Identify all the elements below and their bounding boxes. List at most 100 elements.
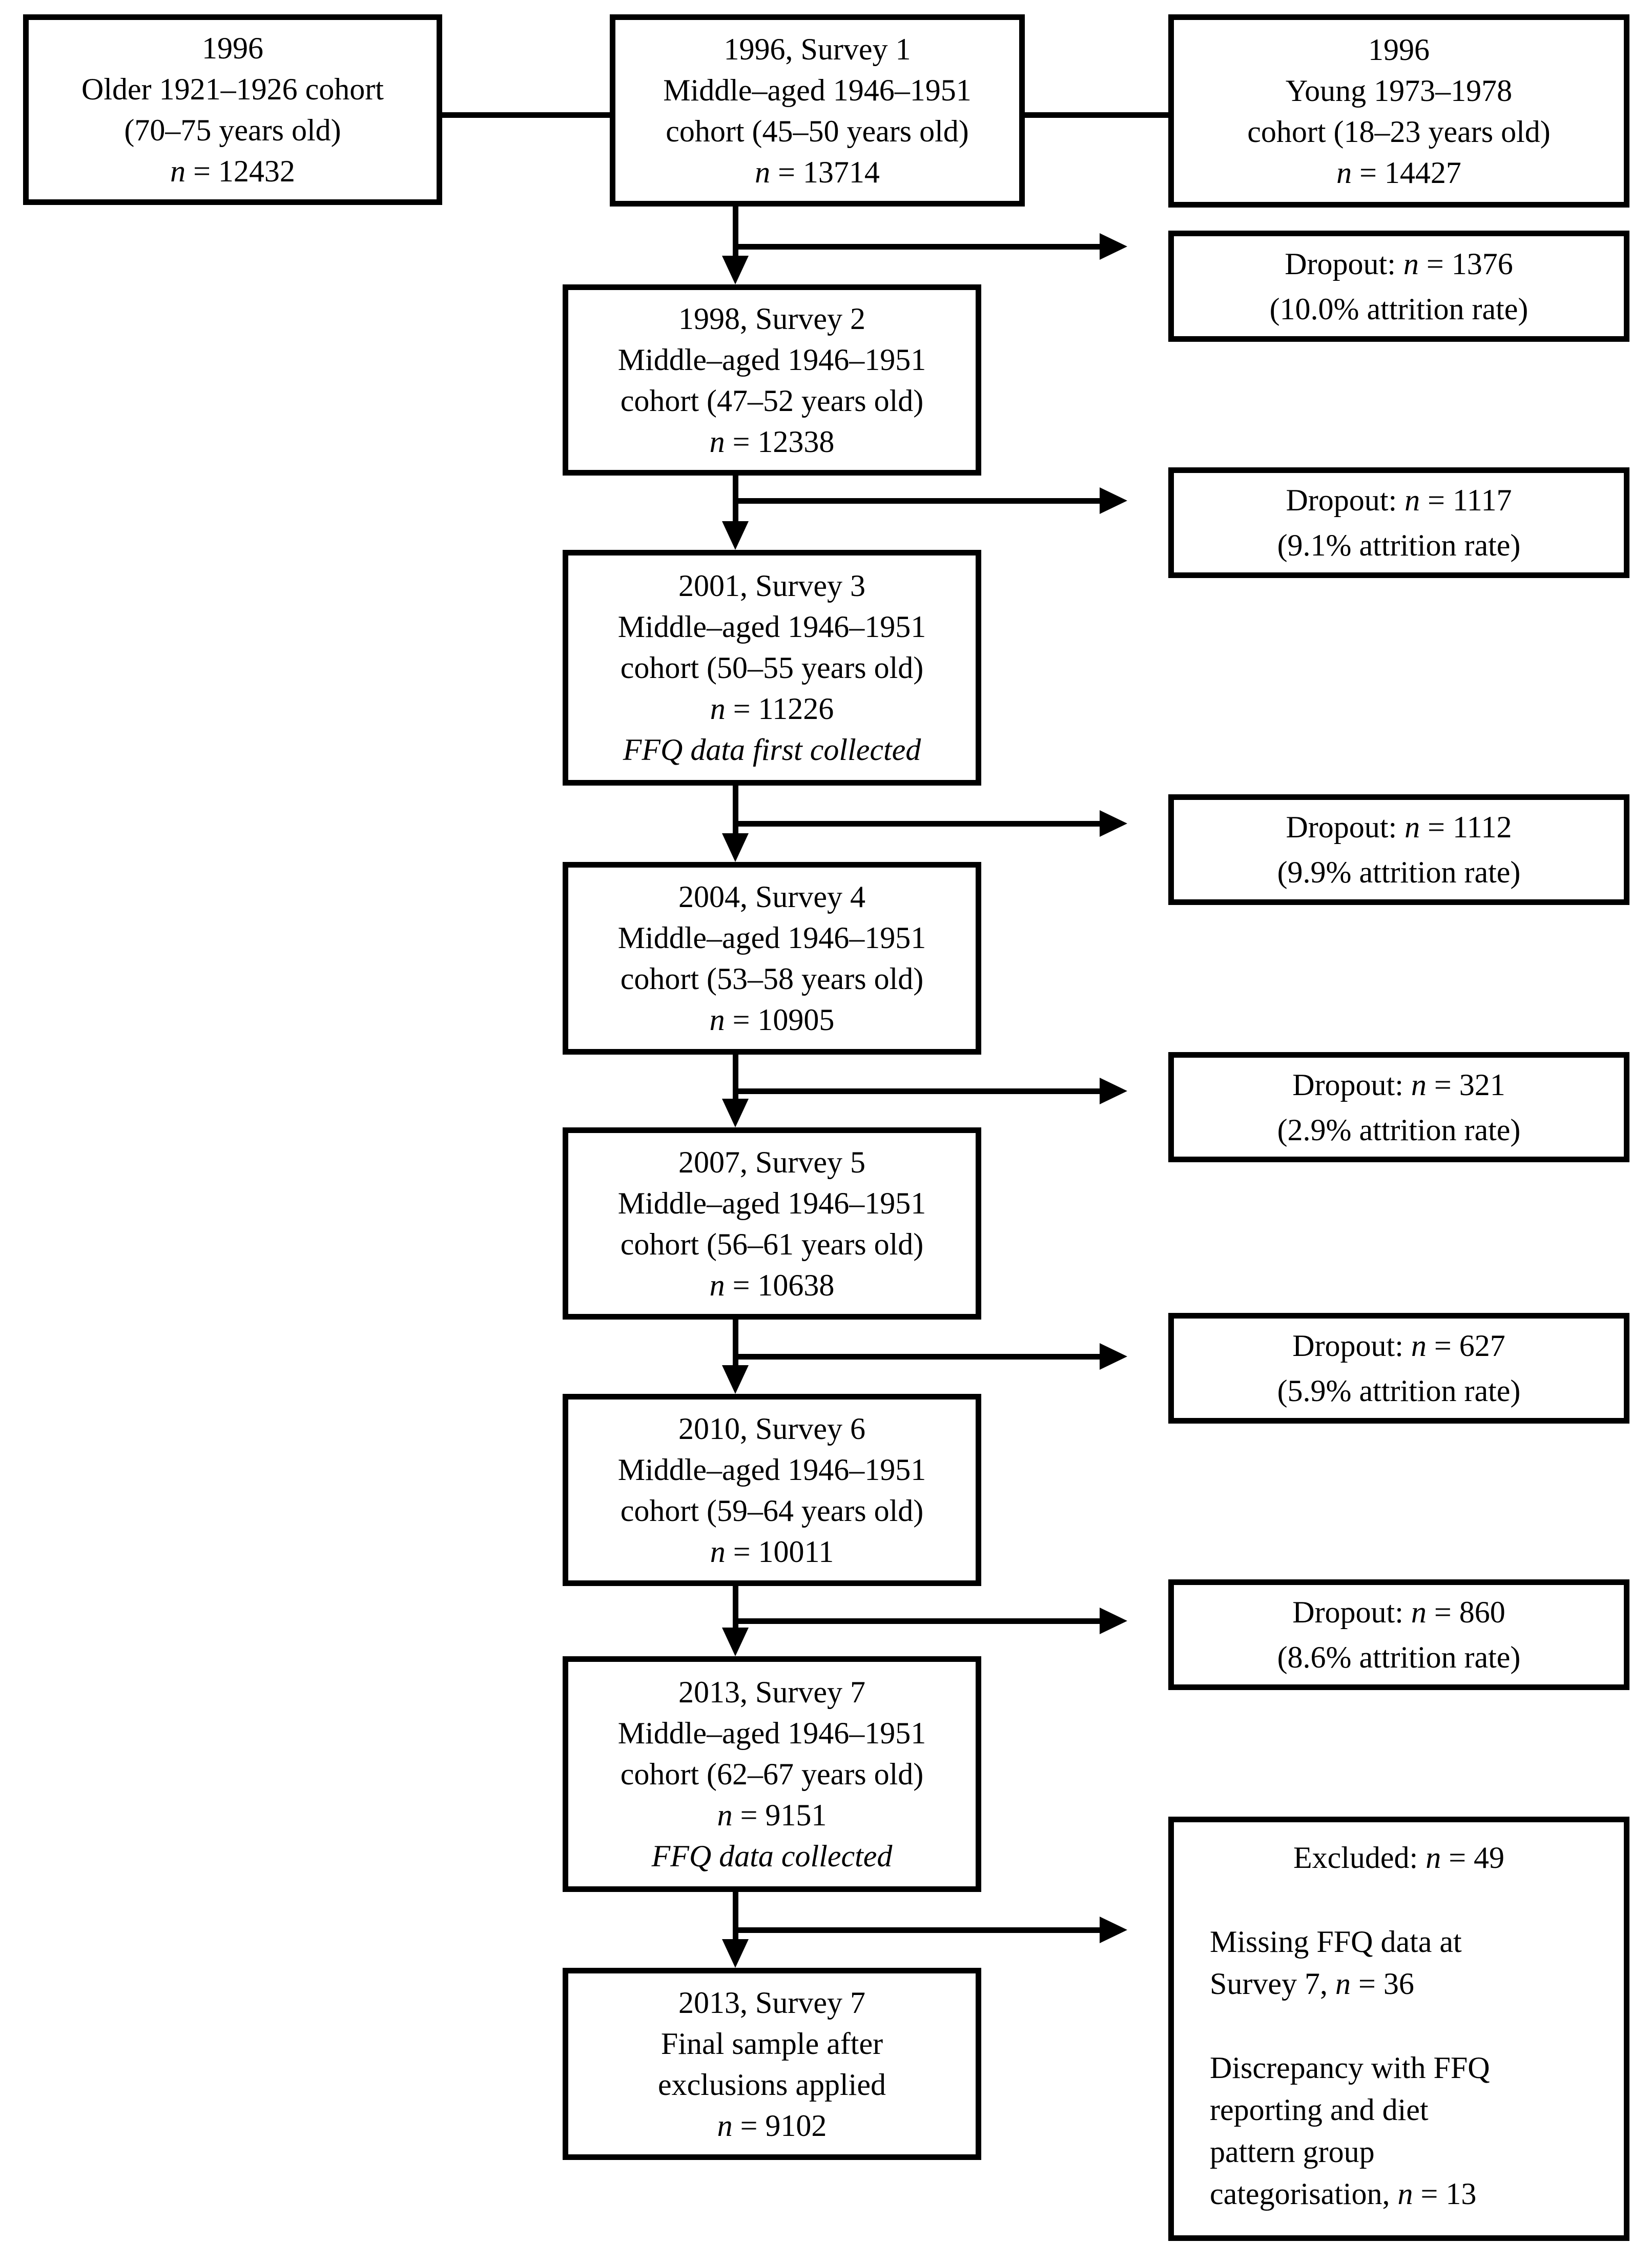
text-line: n = 9151 (717, 1798, 827, 1832)
text-line: Missing FFQ data at (1210, 1925, 1462, 1959)
text-line: Middle–aged 1946–1951 (617, 1186, 926, 1220)
text-line: Middle–aged 1946–1951 (617, 921, 926, 955)
text-line: 1996, Survey 1 (724, 32, 911, 66)
text-line: Older 1921–1926 cohort (81, 72, 384, 106)
text-line: pattern group (1210, 2135, 1375, 2169)
arrow-right-icon (1100, 233, 1127, 260)
box-excluded: Excluded: n = 49 Missing FFQ data at Surv… (1168, 1817, 1629, 2241)
text-line: Survey 7, n = 36 (1210, 1967, 1414, 2001)
arrow-right-icon (1100, 1608, 1127, 1634)
flow-line-s5-s6 (733, 1320, 738, 1371)
text-line: 1996 (202, 31, 263, 65)
text-line: Dropout: n = 1117 (1286, 483, 1512, 517)
text-line: 2004, Survey 4 (678, 880, 865, 914)
text-line: FFQ data collected (651, 1839, 893, 1873)
branch-line-dropout-1 (733, 244, 1101, 250)
arrow-right-icon (1100, 1917, 1127, 1943)
text-line: Dropout: n = 1112 (1286, 810, 1512, 844)
branch-line-dropout-2 (733, 498, 1101, 504)
text-line: categorisation, n = 13 (1210, 2177, 1477, 2211)
arrow-right-icon (1100, 1343, 1127, 1370)
text-line: (5.9% attrition rate) (1277, 1374, 1521, 1408)
text-line: (2.9% attrition rate) (1277, 1113, 1521, 1147)
text-line: 2001, Survey 3 (678, 569, 865, 603)
text-line: (10.0% attrition rate) (1269, 292, 1529, 326)
text-line: Dropout: n = 860 (1292, 1595, 1505, 1629)
text-line: 1996 (1368, 32, 1430, 67)
text-line: FFQ data first collected (623, 733, 921, 767)
box-final-sample: 2013, Survey 7 Final sample after exclusio… (563, 1968, 981, 2160)
text-line: n = 13714 (755, 155, 880, 189)
arrow-down-icon (722, 1628, 749, 1656)
box-dropout-2: Dropout: n = 1117 (9.1% attrition rate) (1168, 467, 1629, 578)
box-dropout-4: Dropout: n = 321 (2.9% attrition rate) (1168, 1052, 1629, 1162)
text-line: n = 12432 (170, 154, 295, 188)
text-line: Middle–aged 1946–1951 (617, 1716, 926, 1750)
arrow-down-icon (722, 1365, 749, 1394)
text-line: n = 11226 (710, 692, 834, 726)
text-line: (9.1% attrition rate) (1277, 528, 1521, 562)
box-dropout-1: Dropout: n = 1376 (10.0% attrition rate) (1168, 231, 1629, 342)
text-line: Discrepancy with FFQ (1210, 2051, 1490, 2085)
text-line: 1998, Survey 2 (678, 301, 865, 336)
flow-line-s4-s5 (733, 1055, 738, 1104)
text-line: cohort (53–58 years old) (620, 962, 924, 996)
text-line: Middle–aged 1946–1951 (663, 73, 972, 107)
text-line: cohort (18–23 years old) (1247, 114, 1551, 149)
text-line: 2013, Survey 7 (678, 1675, 865, 1709)
text-line: Final sample after (660, 2026, 883, 2061)
text-line: cohort (56–61 years old) (620, 1227, 924, 1261)
text-line: Middle–aged 1946–1951 (617, 610, 926, 644)
arrow-right-icon (1100, 810, 1127, 837)
flow-line-s3-s4 (733, 786, 738, 838)
text-line: Excluded: n = 49 (1293, 1841, 1505, 1875)
branch-line-dropout-4 (733, 1088, 1101, 1094)
text-line: 2013, Survey 7 (678, 1985, 865, 2020)
text-line: n = 10638 (709, 1268, 835, 1302)
text-line: n = 9102 (717, 2108, 827, 2143)
text-line: exclusions applied (658, 2067, 886, 2102)
box-2007-survey-5: 2007, Survey 5 Middle–aged 1946–1951 cohor… (563, 1127, 981, 1320)
branch-line-excluded (733, 1927, 1101, 1933)
box-2010-survey-6: 2010, Survey 6 Middle–aged 1946–1951 cohor… (563, 1394, 981, 1586)
arrow-down-icon (722, 833, 749, 862)
box-2004-survey-4: 2004, Survey 4 Middle–aged 1946–1951 cohor… (563, 862, 981, 1055)
text-line: (9.9% attrition rate) (1277, 855, 1521, 889)
text-line: n = 10011 (710, 1534, 834, 1569)
text-line: cohort (50–55 years old) (620, 651, 924, 685)
text-line: Middle–aged 1946–1951 (617, 1452, 926, 1487)
box-2013-survey-7: 2013, Survey 7 Middle–aged 1946–1951 cohor… (563, 1656, 981, 1892)
flow-line-s7-final (733, 1892, 738, 1944)
arrow-right-icon (1100, 487, 1127, 514)
arrow-down-icon (722, 521, 749, 550)
text-line: Dropout: n = 321 (1292, 1067, 1505, 1102)
branch-line-dropout-5 (733, 1354, 1101, 1360)
arrow-down-icon (722, 1939, 749, 1968)
text-line (1210, 1879, 1588, 1921)
text-line: n = 12338 (709, 424, 835, 459)
flow-line-s6-s7 (733, 1586, 738, 1633)
box-2001-survey-3: 2001, Survey 3 Middle–aged 1946–1951 cohor… (563, 550, 981, 786)
text-line: cohort (47–52 years old) (620, 383, 924, 418)
branch-line-dropout-6 (733, 1618, 1101, 1624)
text-line: Dropout: n = 1376 (1285, 246, 1513, 281)
connector-older-to-survey1 (442, 112, 610, 118)
branch-line-dropout-3 (733, 821, 1101, 827)
text-line: n = 14427 (1336, 155, 1461, 190)
text-line: 2007, Survey 5 (678, 1145, 865, 1179)
box-dropout-6: Dropout: n = 860(8.6% attrition rate) (1168, 1579, 1629, 1690)
box-dropout-5: Dropout: n = 627(5.9% attrition rate) (1168, 1313, 1629, 1424)
text-line (1210, 2005, 1588, 2047)
text-line: cohort (62–67 years old) (620, 1757, 924, 1791)
text-line: 2010, Survey 6 (678, 1411, 865, 1446)
box-dropout-3: Dropout: n = 1112 (9.9% attrition rate) (1168, 794, 1629, 905)
text-line: (70–75 years old) (124, 113, 341, 147)
text-line: reporting and diet (1210, 2093, 1429, 2127)
arrow-down-icon (722, 256, 749, 284)
arrow-right-icon (1100, 1078, 1127, 1104)
text-line: cohort (59–64 years old) (620, 1493, 924, 1528)
text-line: n = 10905 (709, 1003, 835, 1037)
